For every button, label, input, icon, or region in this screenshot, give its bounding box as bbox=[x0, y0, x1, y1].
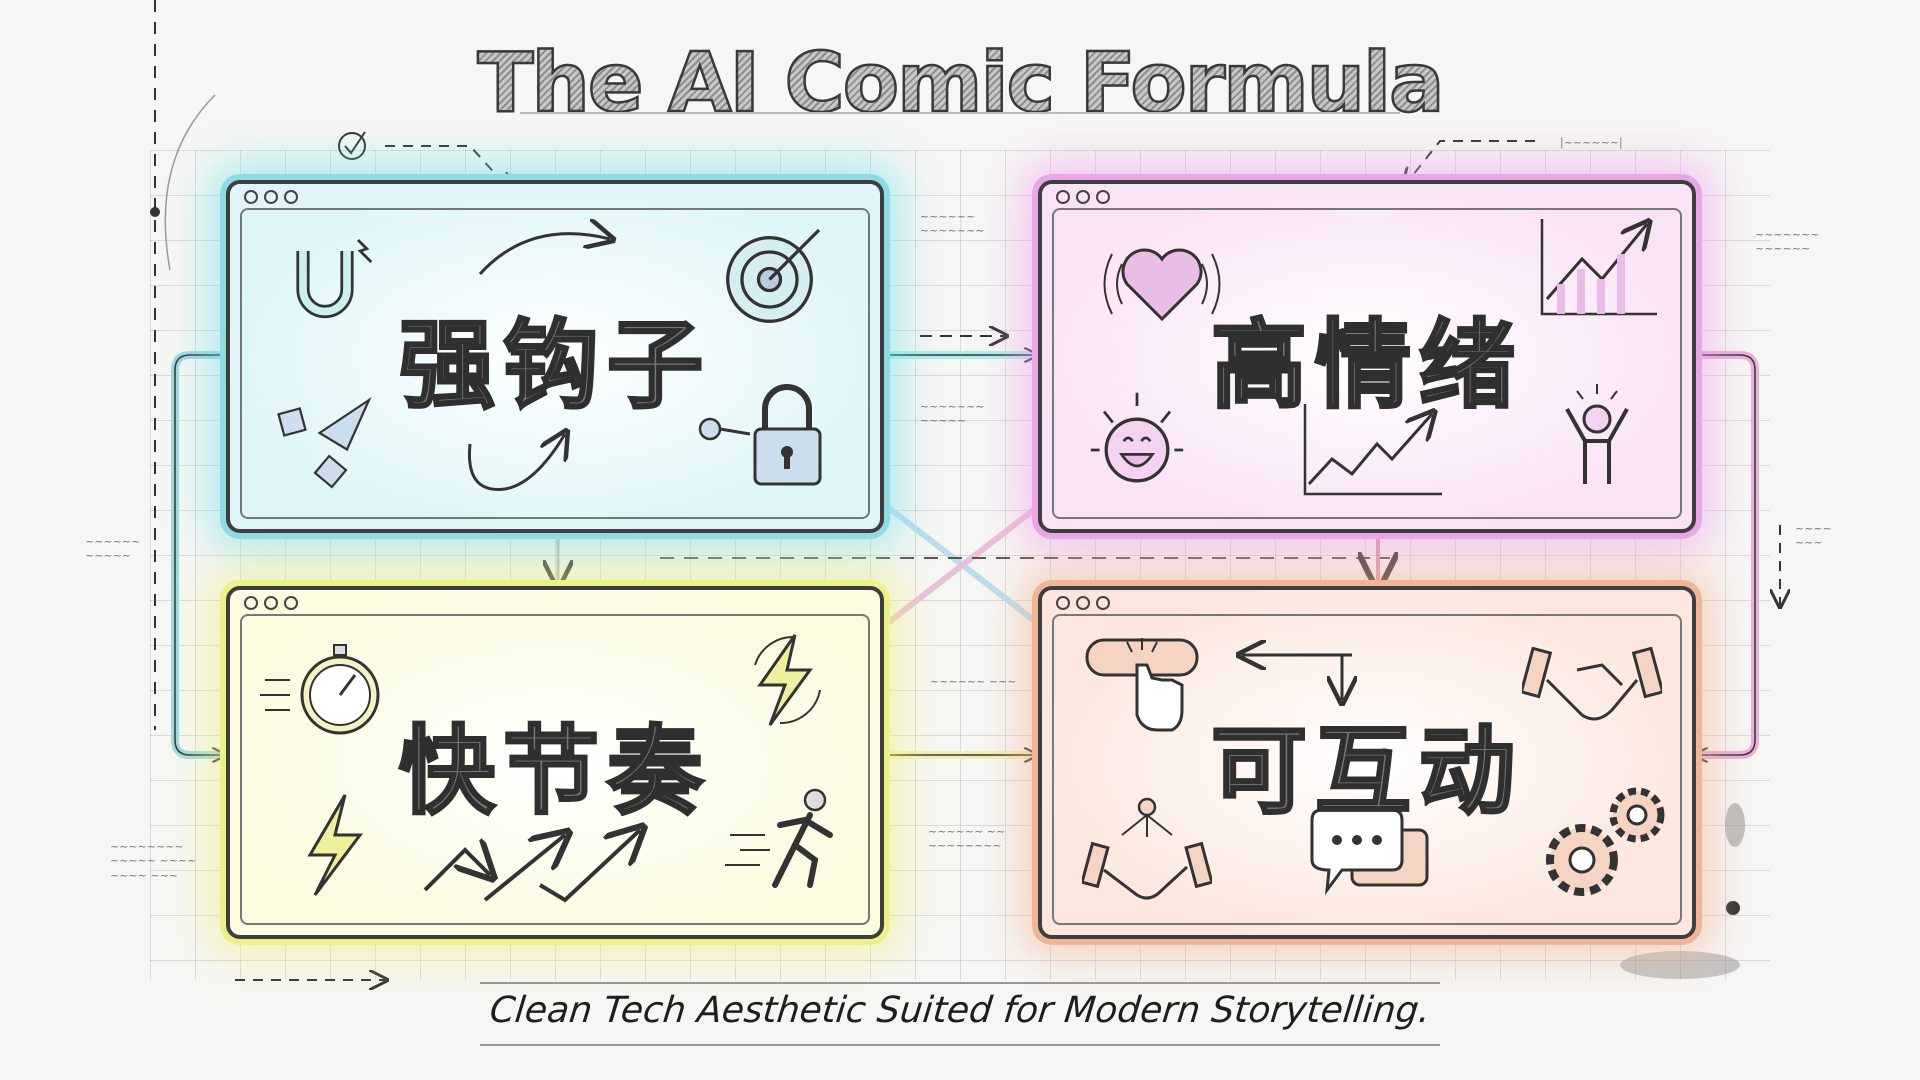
panel-label-high-emotion: 高情绪 bbox=[1210, 308, 1523, 423]
running-person-icon bbox=[720, 785, 860, 895]
handwritten-note: ~~~~~~ ~~~~~~~~~~ bbox=[928, 825, 1006, 853]
window-controls bbox=[244, 596, 298, 610]
target-icon bbox=[720, 219, 830, 329]
panel-high-emotion: 高情绪 bbox=[1038, 180, 1696, 533]
handwritten-note: ~~~~~~~ bbox=[1795, 522, 1832, 550]
handwritten-note: ~~~~~~~~~~~~ bbox=[920, 400, 985, 428]
handwritten-note: ~~~~~~~~~~~~~ bbox=[1755, 228, 1820, 256]
handwritten-note: ~~~~~~~~~~~~~ ~~~~~~~~ ~~~ bbox=[110, 840, 197, 882]
bar-chart-up-icon bbox=[1532, 214, 1662, 324]
curved-arrow-icon bbox=[470, 214, 620, 284]
window-controls bbox=[1056, 190, 1110, 204]
panel-label-strong-hook: 强钩子 bbox=[398, 308, 711, 423]
panel-fast-pace: 快节奏 bbox=[226, 586, 884, 939]
magnet-icon bbox=[270, 229, 380, 339]
handwritten-note: ~~~~~~~~~~~~~ bbox=[920, 210, 985, 238]
panel-interactive: 可互动 bbox=[1038, 586, 1696, 939]
panel-label-interactive: 可互动 bbox=[1210, 714, 1523, 829]
arrow-shapes-icon bbox=[270, 389, 380, 499]
handshake-icon bbox=[1519, 630, 1665, 740]
lightning-icon bbox=[285, 790, 395, 900]
chat-bubbles-icon bbox=[1307, 805, 1437, 905]
diagram-title: The AI Comic Formula bbox=[0, 35, 1920, 133]
gears-icon bbox=[1532, 775, 1672, 905]
panel-label-fast-pace: 快节奏 bbox=[398, 714, 711, 829]
zigzag-arrows-icon bbox=[415, 815, 655, 905]
tap-button-icon bbox=[1082, 630, 1212, 740]
title-underline bbox=[520, 112, 1400, 114]
handwritten-note: ~~~~~~~~~~~ bbox=[85, 535, 141, 563]
window-controls bbox=[1056, 596, 1110, 610]
cheering-person-icon bbox=[1542, 379, 1652, 489]
padlock-icon bbox=[690, 384, 830, 494]
hook-arrow-icon bbox=[455, 399, 575, 509]
line-chart-up-icon bbox=[1297, 394, 1447, 504]
caption-banner: Clean Tech Aesthetic Suited for Modern S… bbox=[480, 982, 1440, 1046]
stopwatch-icon bbox=[260, 635, 390, 745]
handwritten-note: |~~~~~~| bbox=[1560, 136, 1623, 149]
heart-icon bbox=[1092, 229, 1232, 339]
window-controls bbox=[244, 190, 298, 204]
handwritten-note: ~~~~~~ ~~~ bbox=[930, 675, 1017, 688]
network-handshake-icon bbox=[1080, 795, 1214, 905]
caption-text: Clean Tech Aesthetic Suited for Modern S… bbox=[487, 990, 1433, 1031]
smiley-icon bbox=[1082, 384, 1192, 494]
lightning-refresh-icon bbox=[730, 625, 840, 735]
two-way-arrow-icon bbox=[1232, 635, 1362, 715]
panel-strong-hook: 强钩子 bbox=[226, 180, 884, 533]
